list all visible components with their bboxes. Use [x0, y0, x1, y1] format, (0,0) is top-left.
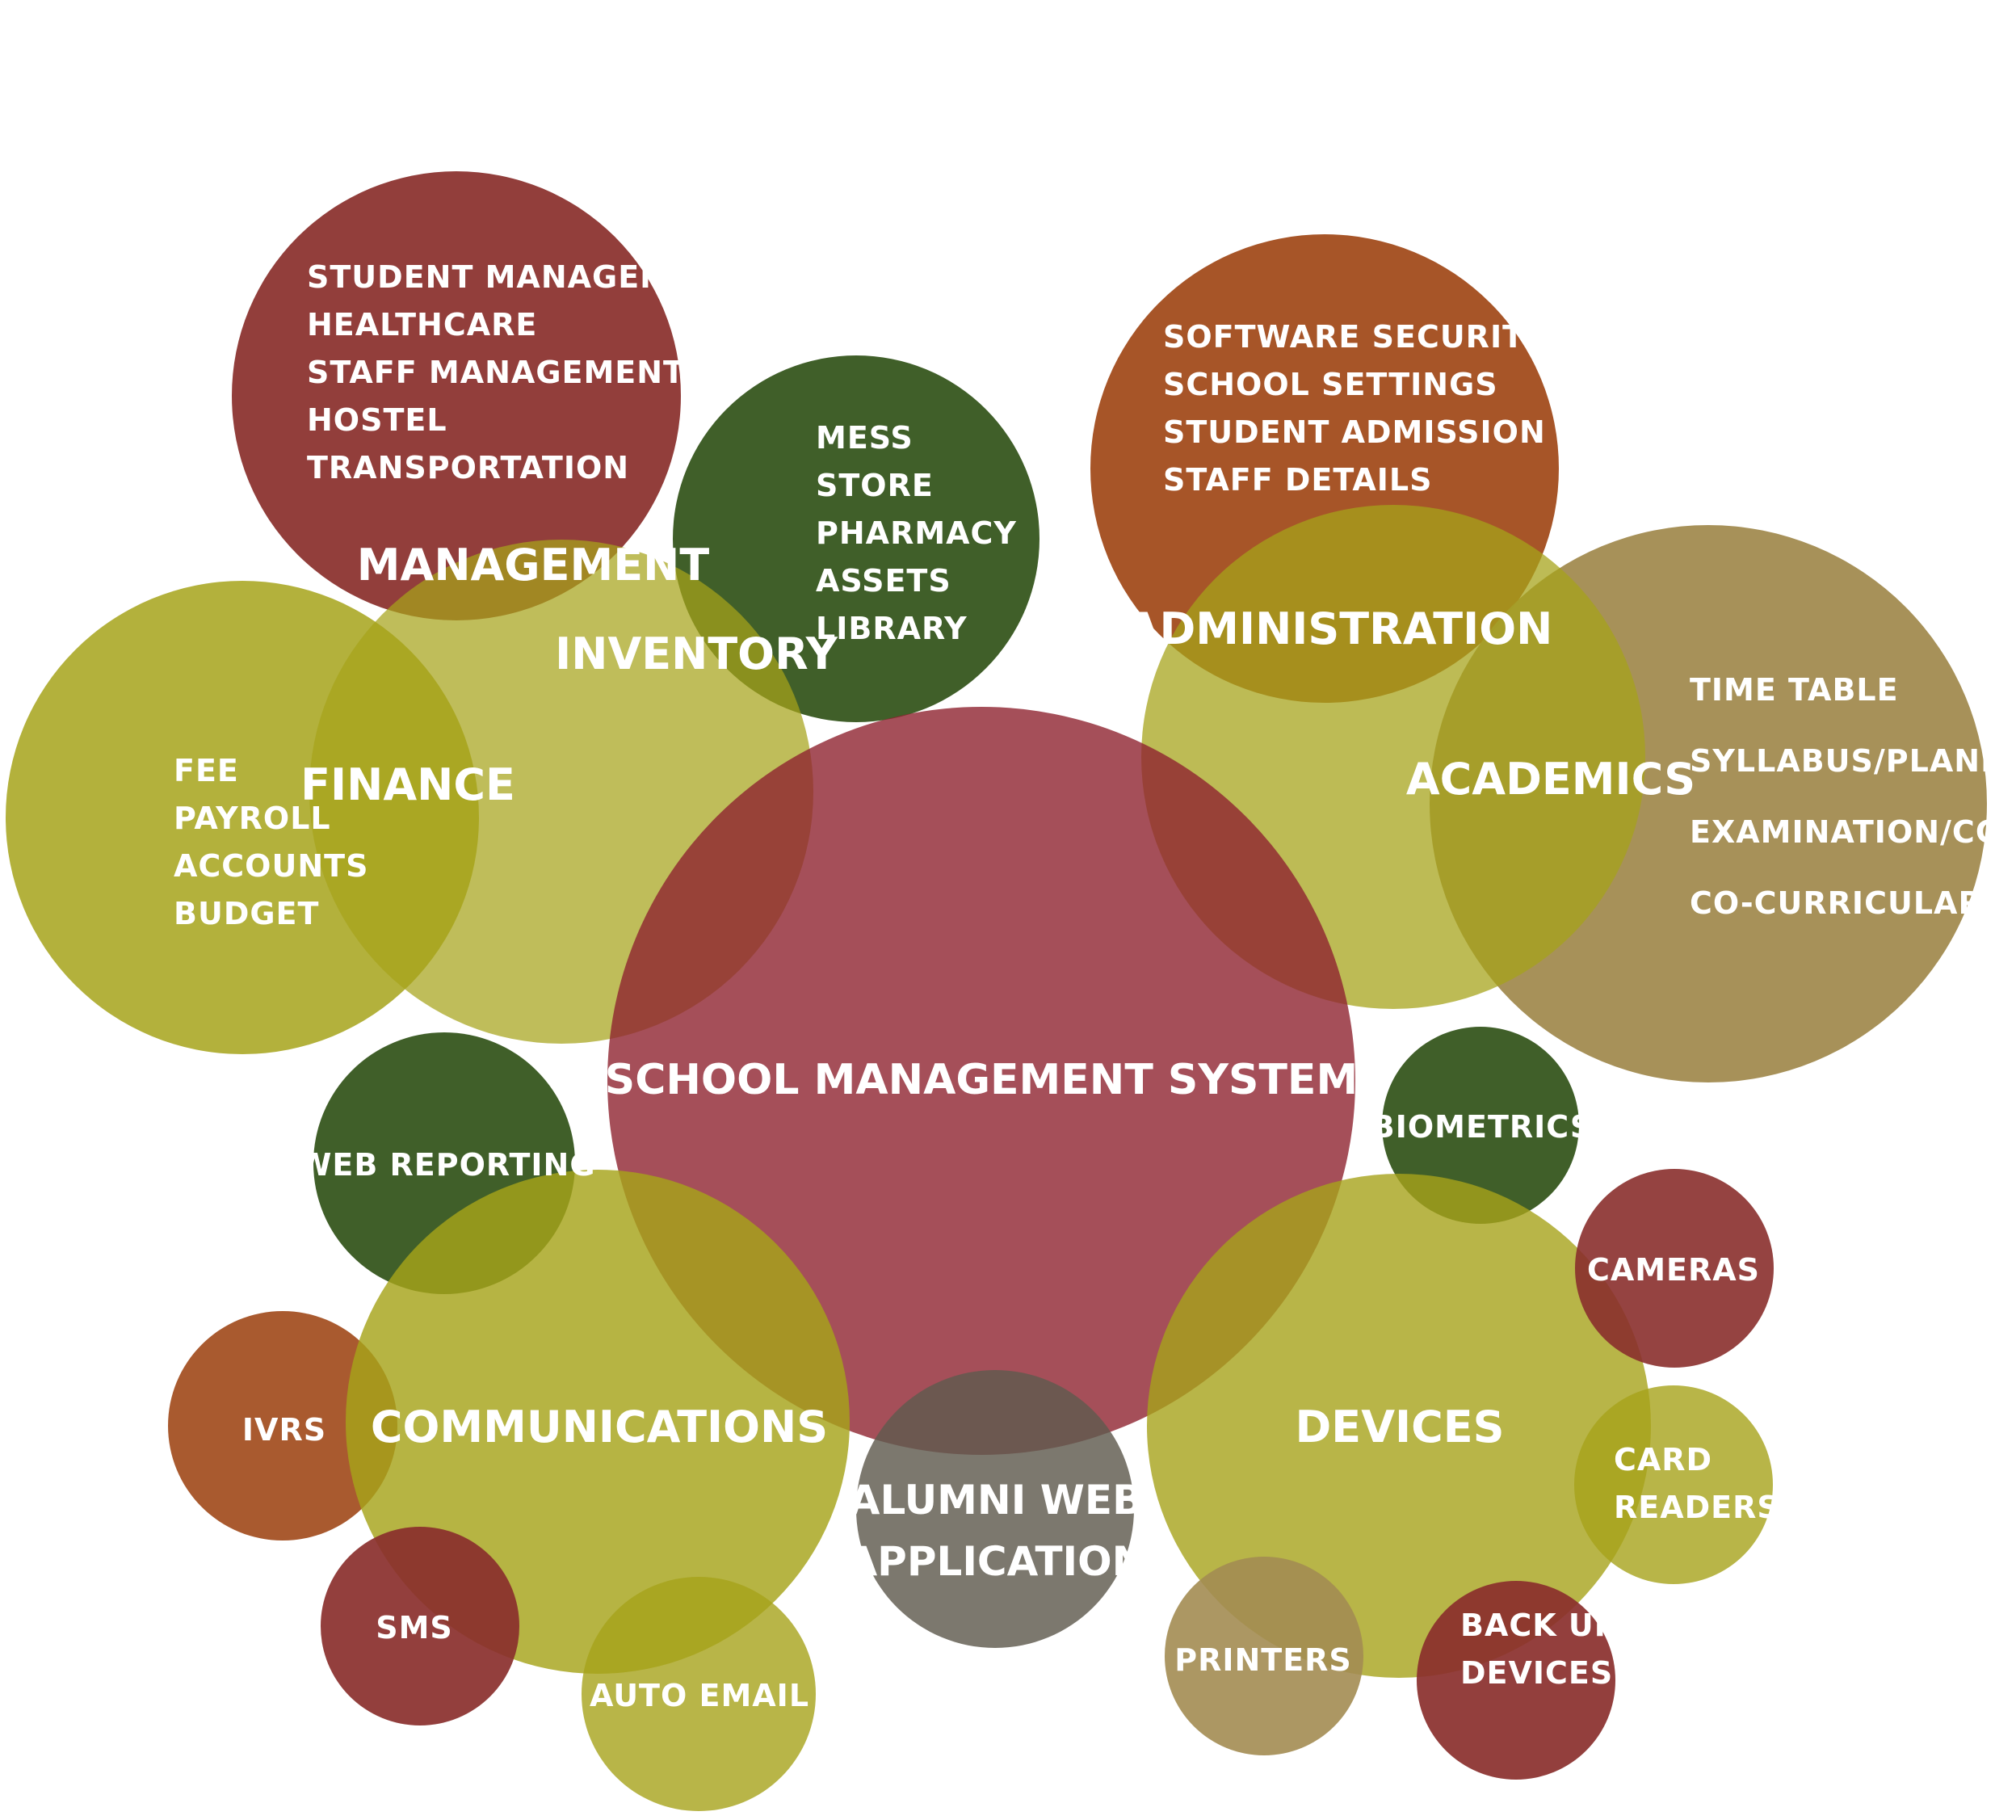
finance-item: BUDGET: [174, 896, 319, 931]
academics-item: TIME TABLE: [1690, 672, 1899, 708]
inventory-item: MESS: [816, 420, 914, 456]
cameras-label: CAMERAS: [1587, 1252, 1760, 1288]
management-item: HEALTHCARE: [307, 307, 537, 343]
hub-label: SCHOOL MANAGEMENT SYSTEM: [605, 1056, 1358, 1104]
cameras-circle: [1575, 1169, 1774, 1368]
backup-devices-label: DEVICES: [1460, 1655, 1613, 1691]
finance-item: FEE: [174, 753, 239, 788]
academics-item: EXAMINATION/CCE: [1690, 814, 2016, 850]
administration-item: STAFF DETAILS: [1163, 462, 1433, 498]
auto-email-label: AUTO EMAIL: [590, 1678, 809, 1713]
management-item: STAFF MANAGEMENT: [307, 355, 685, 390]
biometrics-circle: [1382, 1027, 1579, 1224]
alumni-label-line2: APPLICATION: [846, 1538, 1145, 1585]
web-reporting-label: WEB REPORTING: [297, 1147, 595, 1183]
card-readers-label: CARD: [1614, 1442, 1712, 1477]
backup-devices-label: BACK UP: [1460, 1608, 1618, 1643]
management-label: MANAGEMENT: [357, 540, 710, 591]
academics-item: CO-CURRICULAR: [1690, 885, 1983, 921]
academics-label: ACADEMICS: [1406, 754, 1695, 805]
management-item: HOSTEL: [307, 402, 447, 438]
administration-label: ADMINISTRATION: [1126, 603, 1553, 654]
sms-label: SMS: [376, 1610, 453, 1646]
devices-hub-circle: [1147, 1174, 1651, 1678]
inventory-label: INVENTORY: [555, 628, 838, 679]
management-items-circle: [232, 171, 681, 620]
circles: [6, 171, 1987, 1811]
alumni-label-line1: ALUMNI WEB: [849, 1477, 1143, 1524]
ivrs-circle: [168, 1311, 397, 1540]
printers-label: PRINTERS: [1174, 1642, 1352, 1678]
finance-item: ACCOUNTS: [174, 848, 368, 884]
alumni-circle: [856, 1370, 1134, 1648]
communications-label: COMMUNICATIONS: [371, 1402, 828, 1452]
card-readers-label: READERS: [1614, 1490, 1780, 1525]
finance-item: PAYROLL: [174, 801, 331, 836]
biometrics-label: BIOMETRICS: [1371, 1109, 1593, 1145]
auto-email-circle: [582, 1577, 816, 1811]
finance-label: FINANCE: [300, 759, 515, 810]
administration-item: SOFTWARE SECURITY: [1163, 319, 1548, 355]
management-item: TRANSPORTATION: [307, 450, 629, 485]
inventory-item: ASSETS: [816, 563, 951, 599]
card-readers-circle: [1574, 1385, 1773, 1584]
academics-item: SYLLABUS/PLANNING: [1690, 743, 2016, 779]
administration-item: SCHOOL SETTINGS: [1163, 367, 1498, 402]
inventory-item: STORE: [816, 468, 934, 503]
sms-circle: [321, 1527, 519, 1725]
ivrs-label: IVRS: [242, 1412, 326, 1448]
inventory-items-circle: [673, 355, 1040, 722]
labels: SCHOOL MANAGEMENT SYSTEM MANAGEMENT STUD…: [174, 259, 2016, 1713]
management-item: STUDENT MANAGEMENT: [307, 259, 741, 295]
backup-devices-circle: [1417, 1581, 1615, 1780]
administration-item: STUDENT ADMISSION: [1163, 414, 1546, 450]
devices-label: DEVICES: [1295, 1402, 1504, 1452]
inventory-item: PHARMACY: [816, 515, 1017, 551]
inventory-item: LIBRARY: [816, 611, 968, 646]
printers-circle: [1165, 1557, 1363, 1755]
